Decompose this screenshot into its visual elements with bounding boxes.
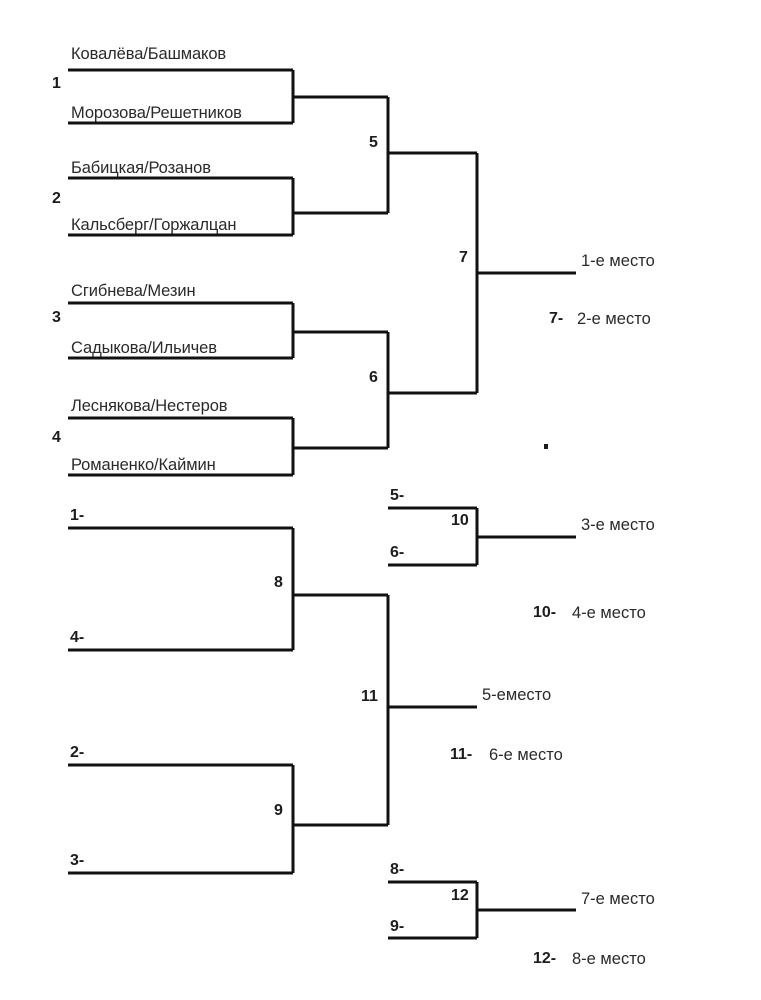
- match-number-8: 8: [274, 574, 283, 591]
- stray-dot-artifact: [544, 444, 548, 449]
- place-label-second: 2-е место: [577, 310, 651, 328]
- seed-number-4: 4: [52, 429, 61, 446]
- match8-bottom-feeder: 4-: [70, 629, 85, 646]
- seed-number-2: 2: [52, 190, 61, 207]
- match-number-6: 6: [369, 369, 378, 386]
- seed-number-1: 1: [52, 75, 61, 92]
- place-label-third: 3-е место: [581, 516, 655, 534]
- match-number-7: 7: [459, 249, 468, 266]
- competitor-name: Кальсберг/Горжалцан: [71, 216, 237, 234]
- match9-bottom-feeder: 3-: [70, 852, 85, 869]
- competitor-name: Бабицкая/Розанов: [71, 159, 211, 177]
- match-number-5: 5: [369, 134, 378, 151]
- match12-top-feeder: 8-: [390, 861, 405, 878]
- competitor-name: Сгибнева/Мезин: [71, 282, 196, 300]
- competitor-name: Романенко/Каймин: [71, 456, 216, 474]
- competitor-name: Леснякова/Нестеров: [71, 397, 228, 415]
- competitor-name: Садыкова/Ильичев: [71, 339, 217, 357]
- match-number-11: 11: [361, 688, 378, 705]
- match10-bottom-feeder: 6-: [390, 544, 405, 561]
- competitor-name: Ковалёва/Башмаков: [71, 45, 227, 63]
- match-number-9: 9: [274, 802, 283, 819]
- match12-loser-feeder: 12-: [533, 950, 557, 967]
- place-label-first: 1-е место: [581, 252, 655, 270]
- place-label-eighth: 8-е место: [572, 950, 646, 968]
- match11-loser-feeder: 11-: [450, 746, 473, 763]
- match9-top-feeder: 2-: [70, 744, 85, 761]
- place-label-fifth: 5-еместо: [482, 686, 552, 704]
- competitor-name: Морозова/Решетников: [71, 104, 242, 122]
- seed-number-3: 3: [52, 309, 61, 326]
- match12-bottom-feeder: 9-: [390, 918, 405, 935]
- place-label-seventh: 7-е место: [581, 890, 655, 908]
- match8-top-feeder: 1-: [70, 507, 85, 524]
- place-label-fourth: 4-е место: [572, 604, 646, 622]
- match10-top-feeder: 5-: [390, 487, 405, 504]
- match-number-12: 12: [451, 887, 469, 904]
- match-number-10: 10: [451, 512, 469, 529]
- place-label-sixth: 6-е место: [489, 746, 563, 764]
- match10-loser-feeder: 10-: [533, 604, 557, 621]
- final-loser-feeder: 7-: [549, 310, 564, 327]
